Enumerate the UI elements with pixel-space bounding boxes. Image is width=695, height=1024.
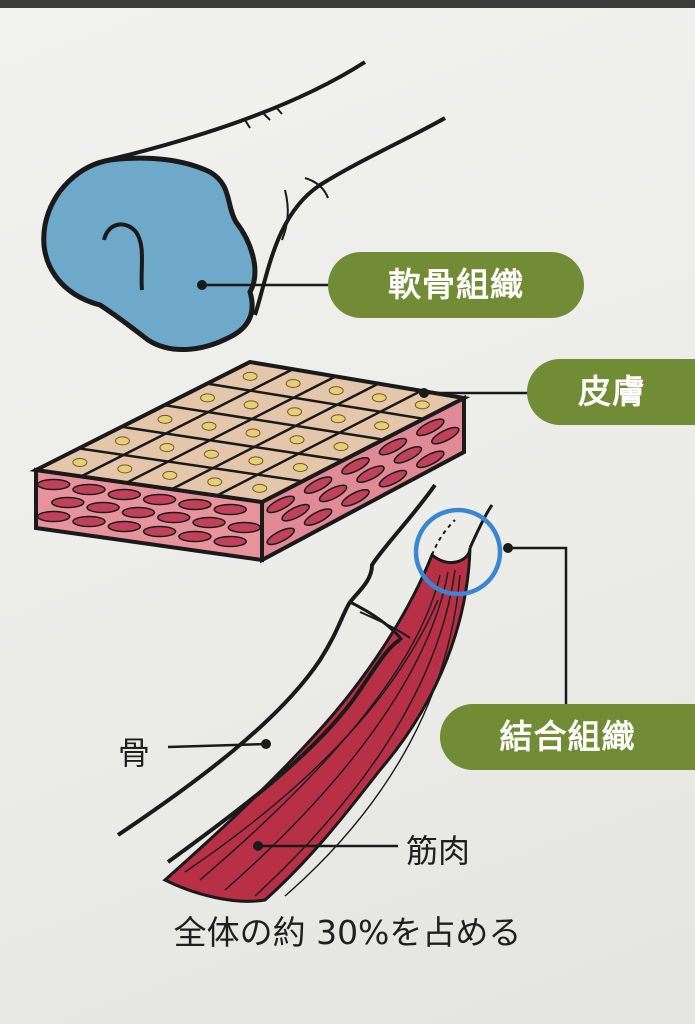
- skin-right-cells: [266, 418, 460, 546]
- skin-cell-nucleus: [242, 371, 258, 381]
- skin-cell: [213, 503, 247, 516]
- skin-cell-nucleus: [289, 435, 305, 445]
- skin-grid-line: [121, 425, 343, 462]
- skin-cell-nucleus: [287, 407, 303, 417]
- connective-label: 結合組織: [440, 704, 695, 770]
- skin-cell: [107, 520, 142, 533]
- skin-cell: [142, 525, 177, 538]
- skin-grid-line: [171, 382, 379, 491]
- bone-muscle-drawing: [116, 483, 568, 903]
- skin-cell-nucleus: [330, 414, 346, 424]
- skin-cell-nucleus: [414, 400, 430, 410]
- skin-cell: [341, 456, 370, 475]
- skin-cell: [72, 483, 106, 496]
- skin-cell-nucleus: [200, 393, 216, 403]
- skin-cell: [341, 488, 370, 507]
- skin-cell-nucleus: [252, 483, 268, 493]
- skin-cell: [72, 515, 106, 528]
- skin-cell-nucleus: [159, 443, 175, 453]
- skin-cell: [86, 501, 120, 514]
- skin-cell-nucleus: [374, 421, 390, 431]
- skin-grid-line: [80, 368, 294, 478]
- bone-label: 骨: [118, 734, 151, 772]
- skin-cell: [36, 510, 71, 523]
- skin-cell-nucleus: [162, 470, 178, 480]
- cartilage-label: 軟骨組織: [328, 252, 584, 318]
- skin-grid-line: [125, 375, 337, 484]
- skin-cell: [192, 516, 226, 529]
- skin-cell-nucleus: [72, 457, 88, 467]
- cartilage-drawing: [41, 60, 446, 352]
- skin-cell-nucleus: [203, 449, 219, 459]
- skin-cell: [303, 476, 333, 494]
- skin-cell: [303, 508, 333, 526]
- skin-cell-nucleus: [328, 386, 344, 396]
- skin-cell-nucleus: [114, 436, 130, 446]
- highlight-circle: [413, 507, 503, 597]
- skin-cell: [227, 521, 262, 534]
- skin-drawing: [29, 359, 528, 564]
- skin-cell-nucleus: [285, 378, 301, 388]
- caption: 全体の約 30%を占める: [173, 913, 522, 952]
- skin-cell: [266, 495, 296, 514]
- skin-cell: [281, 503, 310, 522]
- skin-cell: [318, 484, 348, 503]
- skin-front-cells: [36, 478, 262, 548]
- skin-cell-nucleus: [248, 456, 264, 466]
- skin-cell: [416, 418, 445, 437]
- skin-grid-line: [216, 389, 422, 497]
- skin-cell: [142, 493, 177, 506]
- cartilage-shape: [41, 155, 258, 352]
- skin-cell: [416, 450, 445, 469]
- skin-label: 皮膚: [527, 359, 695, 425]
- skin-cell: [266, 527, 296, 546]
- skin-cell: [356, 465, 385, 484]
- skin-cell: [156, 511, 191, 524]
- skin-cell: [393, 446, 423, 464]
- skin-cell-grid: [72, 368, 430, 497]
- skin-cell: [378, 469, 408, 488]
- skin-grid-line: [206, 382, 424, 421]
- skin-cell: [378, 437, 408, 456]
- skin-cell-nucleus: [292, 462, 308, 472]
- skin-cell: [107, 488, 142, 501]
- skin-cell-nucleus: [201, 421, 217, 431]
- skin-cell-nucleus: [371, 393, 387, 403]
- skin-cell-nucleus: [245, 428, 261, 438]
- skin-cell: [121, 506, 156, 519]
- skin-cell: [430, 426, 460, 445]
- skin-cell: [51, 496, 85, 509]
- skin-cell: [178, 498, 212, 511]
- skin-cell: [36, 478, 71, 491]
- muscle-label: 筋肉: [406, 832, 471, 870]
- skin-grid-line: [78, 447, 303, 483]
- skin-cell-nucleus: [243, 400, 259, 410]
- skin-cell-nucleus: [157, 414, 173, 424]
- skin-cell-nucleus: [333, 442, 349, 452]
- muscle-shape: [162, 547, 472, 903]
- skin-cell: [178, 530, 212, 543]
- skin-cell-nucleus: [117, 464, 133, 474]
- skin-cell-nucleus: [207, 477, 223, 487]
- top-edge: [0, 0, 695, 8]
- skin-cell: [213, 535, 247, 548]
- skin-grid-line: [164, 403, 384, 441]
